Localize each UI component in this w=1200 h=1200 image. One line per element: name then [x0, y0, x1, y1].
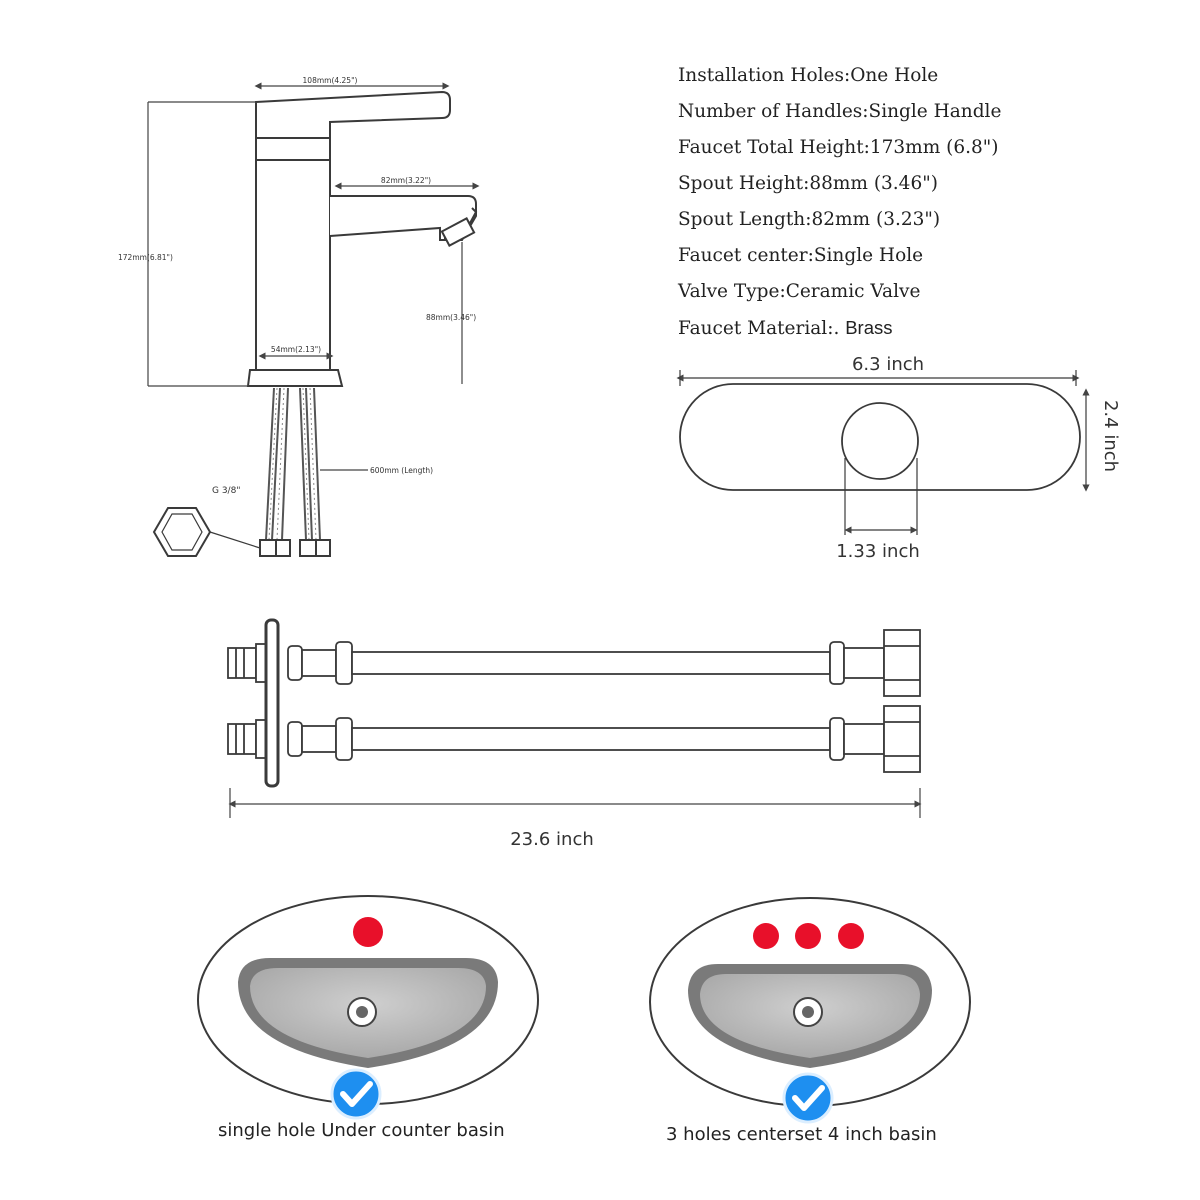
hose-upper	[227, 629, 921, 697]
spec-material: Faucet Material:. Brass	[678, 317, 893, 339]
dim-thread: G 3/8"	[212, 486, 240, 496]
faucet-hole-red	[753, 923, 779, 949]
spec-list: Installation Holes:One Hole Number of Ha…	[678, 58, 1001, 346]
basin-three-caption: 3 holes centerset 4 inch basin	[666, 1124, 937, 1145]
faucet-drawing	[152, 90, 478, 557]
faucet-hole-red	[353, 917, 383, 947]
dim-total-height: 172mm(6.81")	[118, 253, 173, 262]
spec-valve-type: Valve Type:Ceramic Valve	[678, 281, 921, 302]
check-circle-icon	[782, 1072, 834, 1124]
plate-hole-label: 1.33 inch	[836, 541, 920, 562]
plate-width-label: 6.3 inch	[852, 354, 924, 375]
dim-spout-height: 88mm(3.46")	[426, 313, 476, 322]
spec-spout-height: Spout Height:88mm (3.46")	[678, 173, 938, 194]
mounting-plate	[264, 618, 280, 788]
plate-height-label: 2.4 inch	[1100, 400, 1121, 472]
deck-plate-drawing	[676, 370, 1090, 535]
spec-number-of-handles: Number of Handles:Single Handle	[678, 101, 1002, 122]
dim-handle-width: 108mm(4.25")	[303, 76, 358, 85]
hoses-drawing	[227, 618, 921, 788]
hose-lower	[227, 705, 921, 773]
hex-nut-icon	[152, 507, 261, 557]
basin-three-hole	[649, 897, 971, 1124]
spec-total-height: Faucet Total Height:173mm (6.8")	[678, 137, 999, 158]
check-circle-icon	[330, 1068, 382, 1120]
spec-spout-length: Spout Length:82mm (3.23")	[678, 209, 941, 230]
spec-installation-holes: Installation Holes:One Hole	[678, 65, 939, 86]
faucet-hole-red	[838, 923, 864, 949]
basin-single-caption: single hole Under counter basin	[218, 1120, 505, 1141]
faucet-hole-red	[795, 923, 821, 949]
faucet-dimension-lines	[147, 82, 480, 471]
dim-base-diameter: 54mm(2.13")	[271, 345, 321, 354]
dim-hose-length: 600mm (Length)	[370, 466, 433, 475]
basin-single-hole	[197, 895, 539, 1120]
dim-spout-length: 82mm(3.22")	[381, 176, 431, 185]
hose-dimension-line	[228, 788, 922, 818]
hose-length-label: 23.6 inch	[510, 829, 594, 850]
spec-faucet-center: Faucet center:Single Hole	[678, 245, 924, 266]
